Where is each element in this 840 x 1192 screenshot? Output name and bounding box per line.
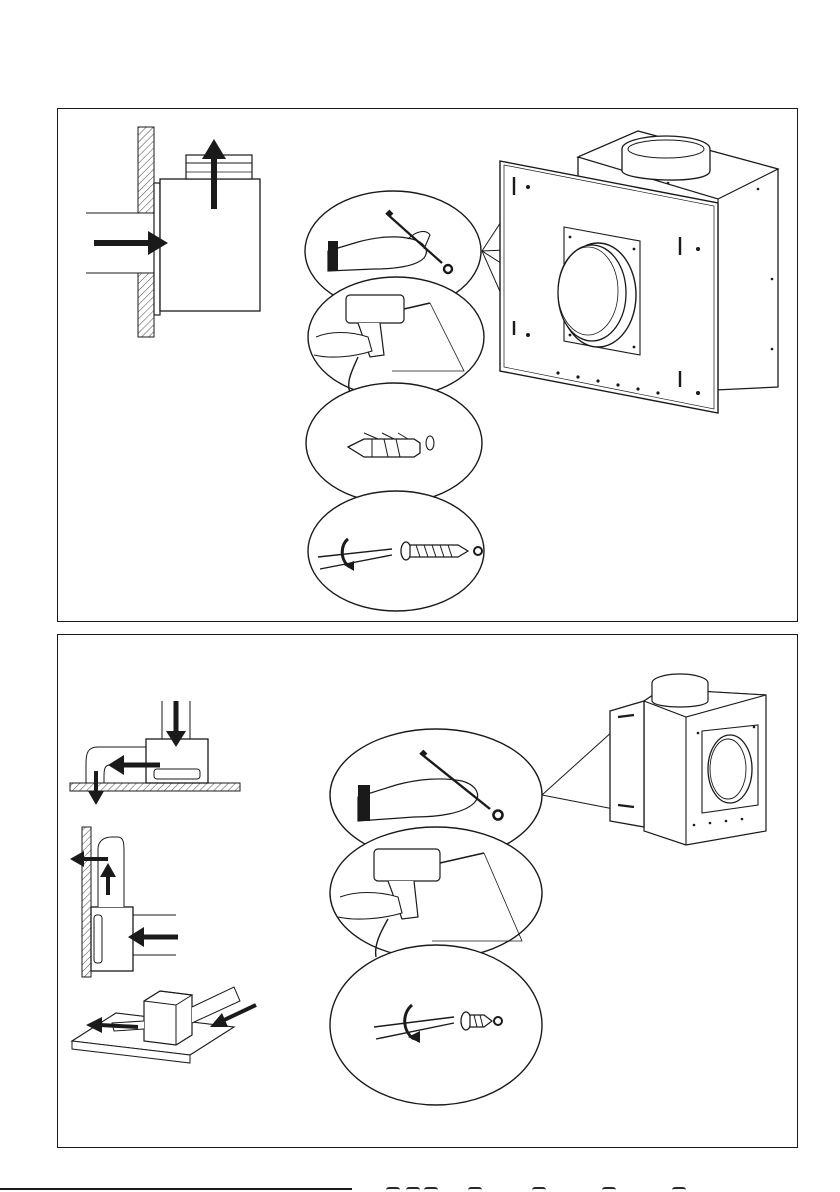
step-drill-holes [330,827,542,959]
step-screw-fixing [308,491,484,611]
wall-vertical-mount-view [70,827,178,977]
step-drill-holes [308,277,484,397]
step-screw-fixing [330,945,542,1105]
step-insert-wall-plugs [306,383,482,503]
airflow-arrow-icon [128,927,178,947]
wall-side-view [86,127,260,337]
floor-mount-view [72,987,256,1063]
wall-mounting-panel [57,108,798,622]
fan-unit-side-view [610,674,766,845]
fan-unit-rear-view [500,131,778,413]
footer-rule [0,1188,352,1190]
ceiling-mount-view [70,701,240,805]
floor-and-ceiling-mounting-panel [57,634,798,1148]
footer-cut-text [372,1186,702,1192]
